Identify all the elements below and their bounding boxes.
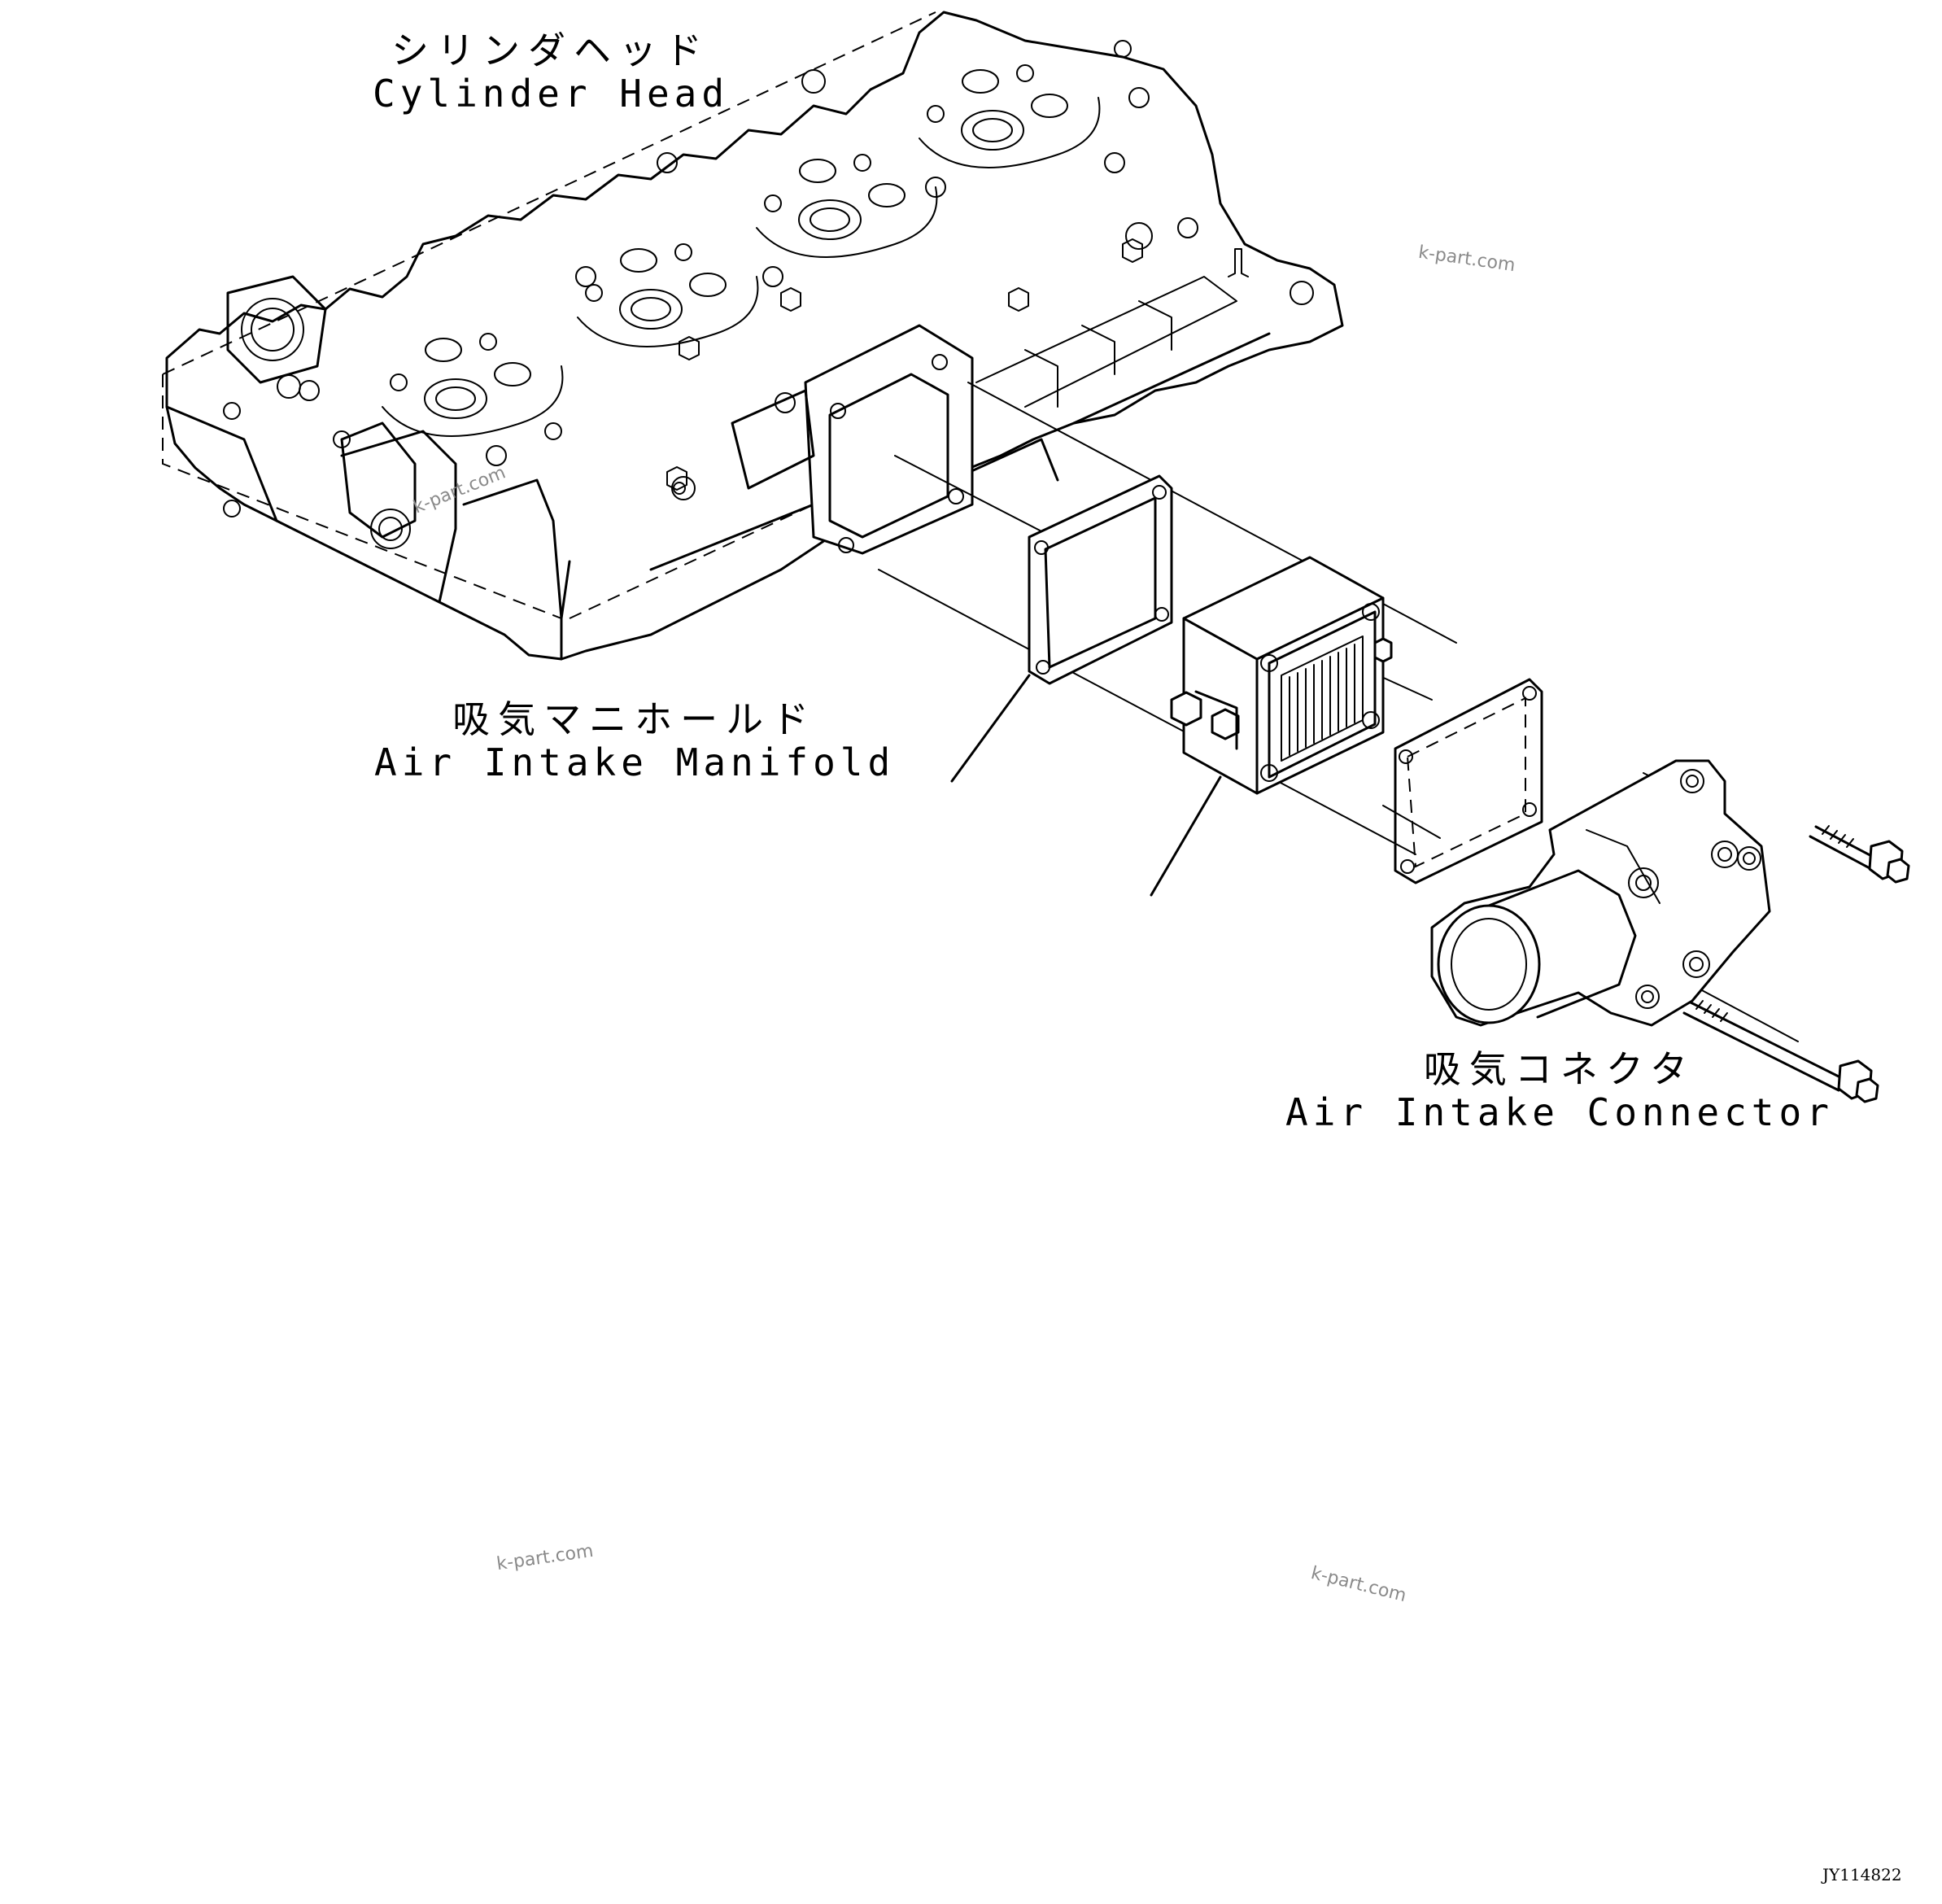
label-cylinder-head-jp: シリンダヘッド — [391, 28, 711, 72]
label-air-intake-manifold: 吸気マニホールド Air Intake Manifold — [374, 698, 895, 784]
label-cylinder-head: シリンダヘッド Cylinder Head — [373, 29, 729, 116]
intake-connector-drawing — [1430, 759, 1771, 1027]
upper-bolt-drawing — [1809, 825, 1910, 884]
intake-heater-drawing — [1170, 556, 1393, 795]
cylinder-head-drawing — [162, 11, 1344, 661]
label-air-intake-manifold-en: Air Intake Manifold — [374, 740, 896, 784]
label-air-intake-connector: 吸気コネクタ Air Intake Connector — [1285, 1048, 1834, 1134]
label-air-intake-manifold-jp: 吸気マニホールド — [452, 697, 818, 741]
drawing-code: JY114822 — [1822, 1865, 1902, 1884]
lower-bolt-drawing — [1682, 1000, 1879, 1103]
label-cylinder-head-en: Cylinder Head — [373, 71, 730, 116]
leader-line-heater — [1150, 775, 1222, 897]
label-air-intake-connector-en: Air Intake Connector — [1285, 1090, 1834, 1134]
label-air-intake-connector-jp: 吸気コネクタ — [1423, 1047, 1696, 1091]
leader-lines — [950, 674, 1222, 897]
connector-gasket-drawing — [1394, 678, 1543, 884]
leader-line-manifold — [950, 674, 1031, 783]
manifold-gasket-drawing — [1028, 474, 1173, 685]
